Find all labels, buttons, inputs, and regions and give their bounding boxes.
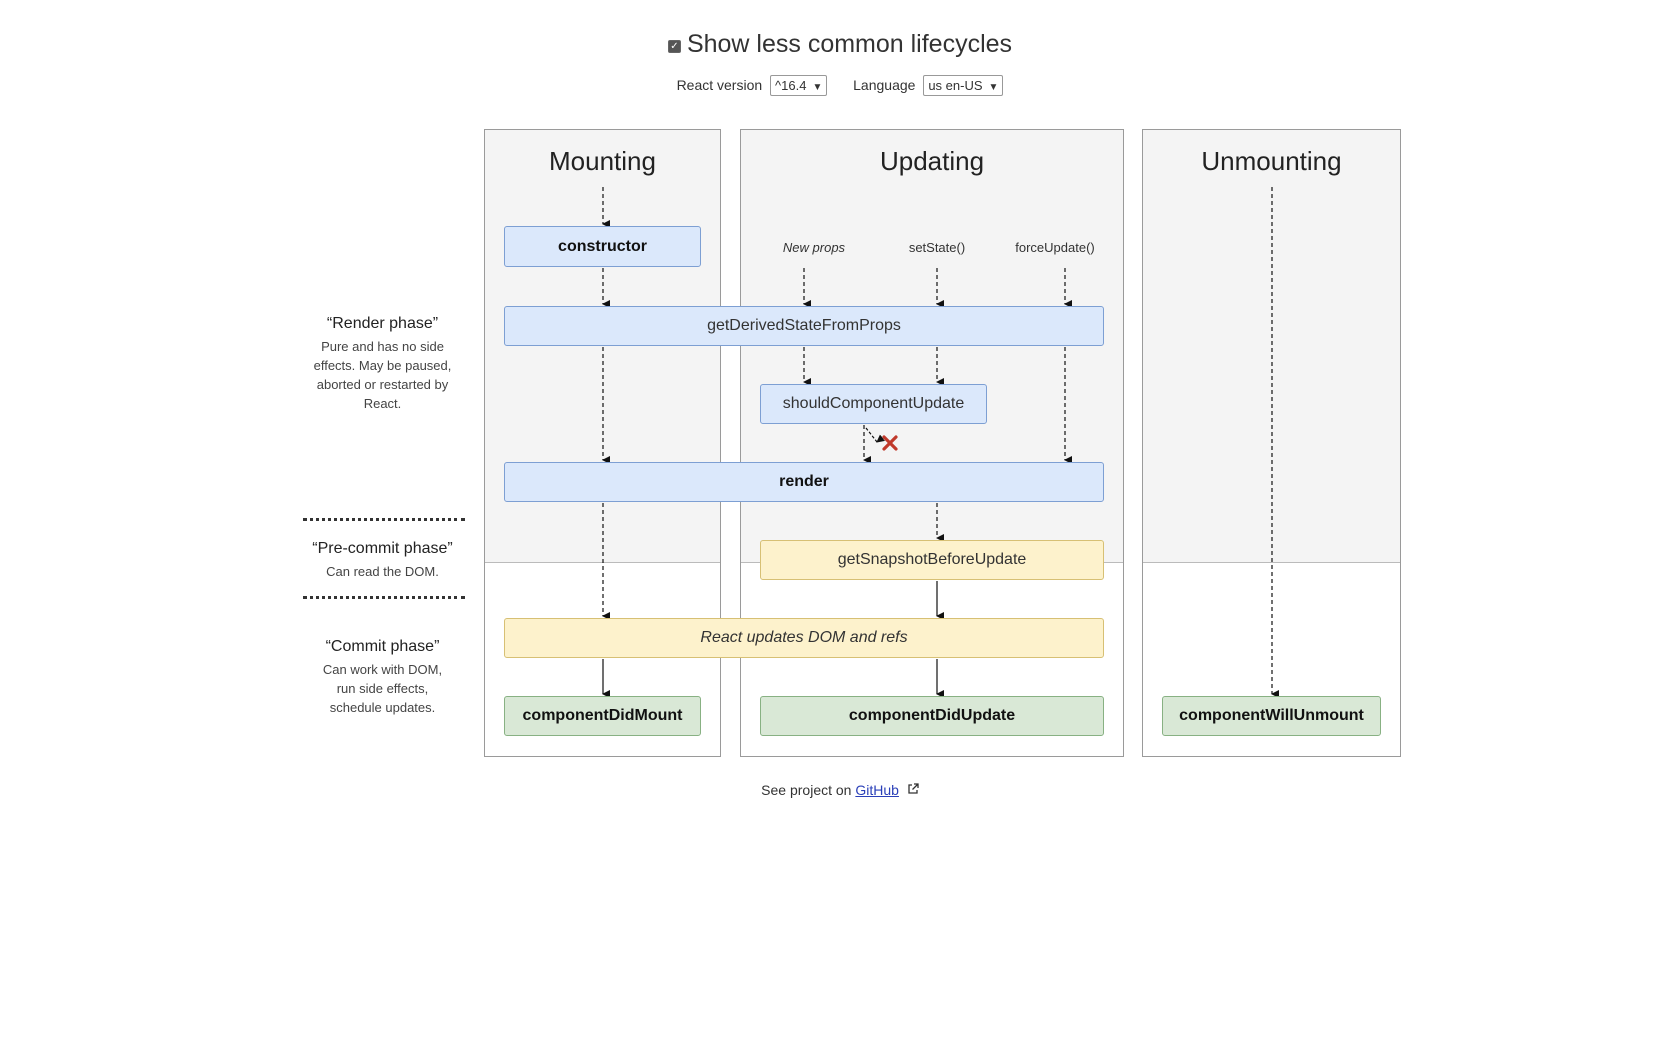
commit-phase-title: “Commit phase”	[325, 638, 440, 655]
column-title-mounting: Mounting	[549, 146, 656, 176]
checkbox[interactable]: ✓	[667, 40, 681, 53]
react-version-label: React version	[676, 77, 763, 93]
controls-row: React version ^16.4 ▼ Language us en-US ▼	[0, 75, 1680, 96]
render-phase-title: “Render phase”	[326, 315, 439, 332]
column-title-updating: Updating	[879, 146, 985, 176]
github-link[interactable]: GitHub	[855, 782, 899, 798]
render-node[interactable]: render	[504, 462, 1104, 502]
snapshot-node[interactable]: getSnapshotBeforeUpdate	[760, 540, 1104, 580]
react-version-value: ^16.4	[775, 78, 807, 93]
react-version-select[interactable]: ^16.4 ▼	[770, 75, 828, 96]
component-will-unmount-node[interactable]: componentWillUnmount	[1162, 696, 1381, 736]
commit-phase-desc: Can work with DOM, run side effects, sch…	[322, 662, 443, 715]
chevron-down-icon: ▼	[988, 82, 999, 93]
commit-phase: “Commit phase” Can work with DOM, run si…	[300, 638, 465, 717]
react-updates-dom-node[interactable]: React updates DOM and refs	[504, 618, 1104, 658]
lifecycle-toggle[interactable]: ✓ Show less common lifecycles	[0, 30, 1680, 59]
language-select[interactable]: us en-US ▼	[923, 75, 1004, 96]
render-phase: “Render phase” Pure and has no side effe…	[300, 315, 465, 413]
trigger-force-update: forceUpdate()	[1015, 240, 1095, 255]
trigger-set-state: setState()	[908, 240, 966, 255]
get-derived-state-node[interactable]: getDerivedStateFromProps	[504, 306, 1104, 346]
arrow-scu-stop	[865, 427, 885, 443]
precommit-phase-title: “Pre-commit phase”	[312, 540, 453, 557]
render-phase-desc: Pure and has no side effects. May be pau…	[313, 339, 452, 411]
component-did-update-node[interactable]: componentDidUpdate	[760, 696, 1104, 736]
column-title-unmounting: Unmounting	[1201, 146, 1342, 176]
chevron-down-icon: ▼	[812, 82, 823, 93]
should-component-update-node[interactable]: shouldComponentUpdate	[760, 384, 987, 424]
language-label: Language	[853, 77, 916, 93]
language-value: us en-US	[928, 78, 983, 93]
trigger-new-props: New props	[782, 240, 846, 255]
phase-divider-1	[303, 518, 465, 521]
precommit-phase: “Pre-commit phase” Can read the DOM.	[300, 540, 465, 581]
toggle-label: Show less common lifecycles	[686, 30, 1013, 58]
precommit-phase-desc: Can read the DOM.	[326, 564, 439, 579]
footer-prefix: See project on	[761, 782, 852, 798]
component-did-mount-node[interactable]: componentDidMount	[504, 696, 701, 736]
phase-divider-2	[303, 596, 465, 599]
constructor-node[interactable]: constructor	[504, 226, 701, 267]
external-link-icon[interactable]	[907, 783, 919, 798]
x-mark-icon	[882, 435, 898, 451]
footer: See project on GitHub	[0, 782, 1680, 798]
